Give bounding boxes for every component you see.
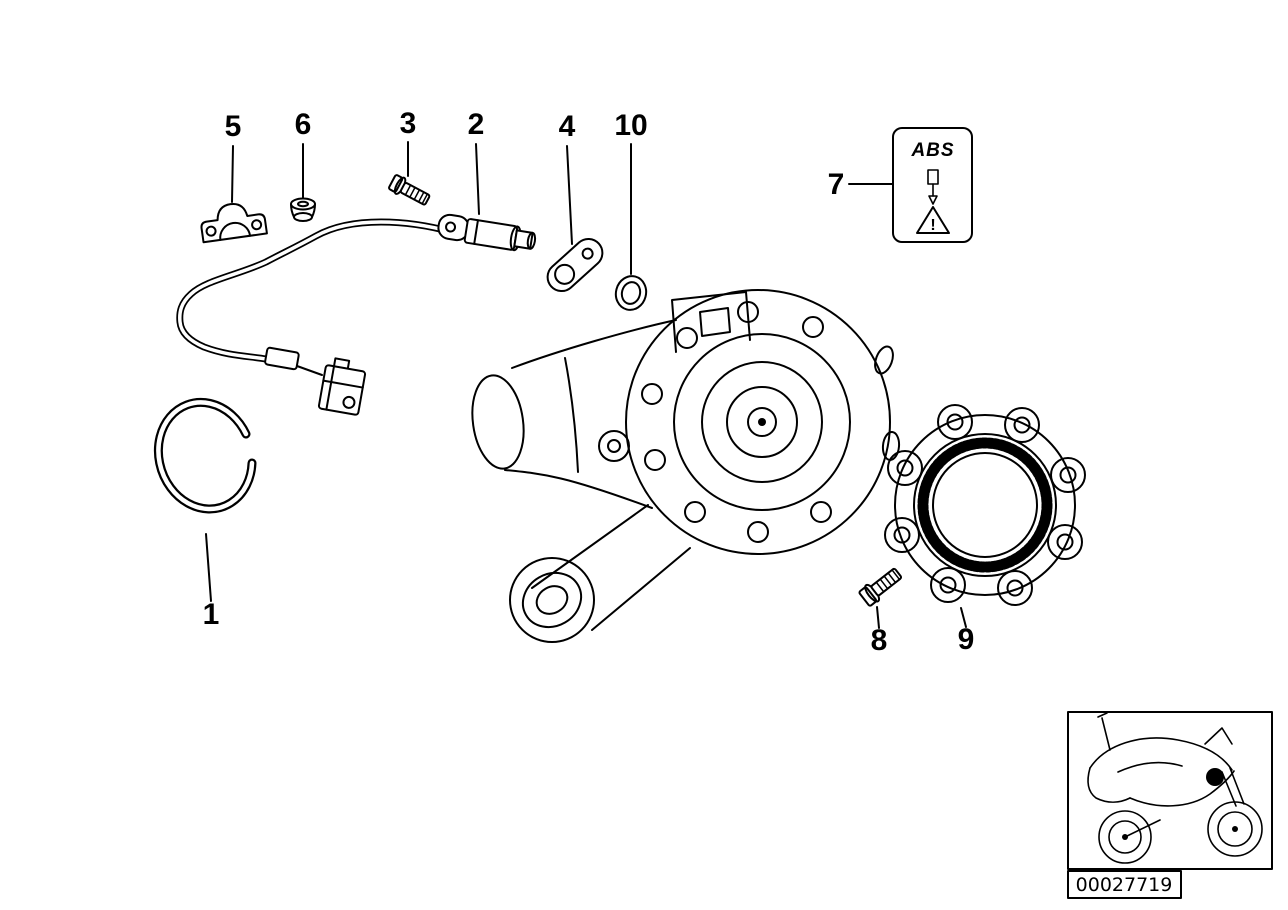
part-9-sensor-ring [884, 404, 1086, 606]
callout-5: 5 [225, 110, 242, 143]
callout-6: 6 [295, 108, 312, 141]
leader-line-8 [876, 606, 880, 629]
part-6-grommet [290, 197, 316, 222]
callout-10: 10 [614, 109, 647, 142]
warning-exclamation: ! [930, 217, 935, 234]
part-2-abs-sensor [437, 213, 537, 252]
part-10-o-ring [614, 275, 648, 311]
leader-line-4 [566, 145, 573, 245]
part-4-holder-plate [546, 237, 604, 293]
leader-line-9 [960, 607, 967, 628]
abs-sensor-icon [927, 169, 939, 205]
final-drive-housing [471, 289, 901, 643]
part-number-text: 00027719 [1076, 874, 1173, 896]
callout-labels: 5 6 3 2 4 10 7 1 8 9 [203, 107, 975, 657]
sensor-cable [176, 218, 456, 376]
part-8-screw [858, 567, 903, 607]
cable-connector [317, 357, 367, 416]
leader-line-1 [205, 533, 212, 602]
part-number-box [1067, 870, 1182, 899]
leader-line-5 [231, 145, 234, 203]
callout-8: 8 [871, 624, 888, 657]
part-1-snap-ring [153, 397, 257, 514]
callout-1: 1 [203, 598, 220, 631]
thumbnail-frame [1067, 711, 1273, 870]
abs-logo: ABS [910, 140, 954, 161]
callout-3: 3 [400, 107, 417, 140]
callout-9: 9 [958, 623, 975, 656]
motorcycle-location-icon [1067, 711, 1273, 870]
callout-2: 2 [468, 108, 485, 141]
leader-lines [205, 141, 967, 629]
warning-triangle-icon [916, 206, 950, 234]
callout-4: 4 [559, 110, 576, 143]
callout-7: 7 [828, 168, 845, 201]
part-5-clamp-bracket [200, 202, 268, 244]
part-3-screw [388, 174, 431, 206]
location-dot [1206, 768, 1224, 786]
part-7-abs-label [892, 127, 973, 243]
leader-line-2 [475, 143, 480, 215]
sensor-ring-teeth [917, 437, 1053, 573]
